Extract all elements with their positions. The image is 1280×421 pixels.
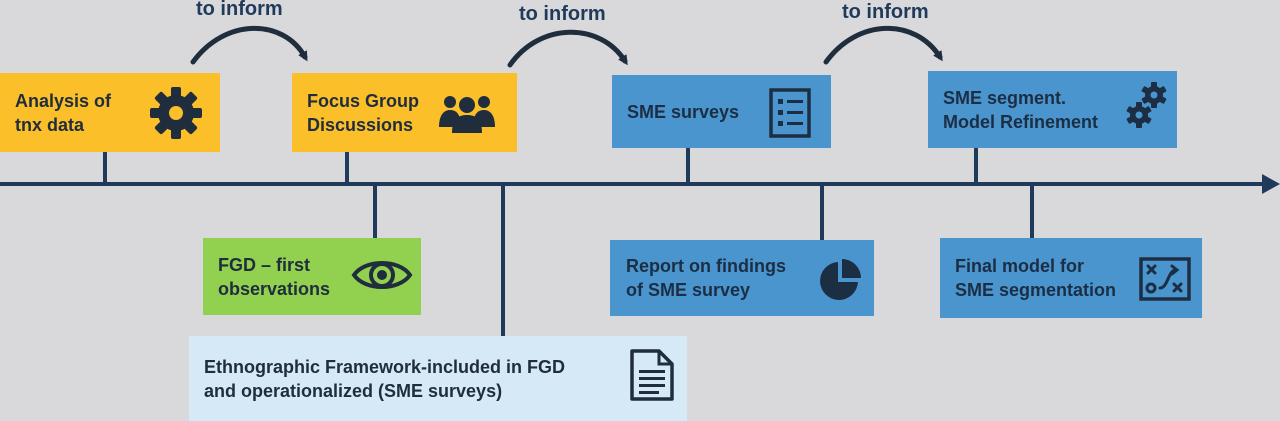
curved-arrow-2	[507, 29, 628, 68]
report-box: Report on findings of SME survey	[610, 240, 874, 316]
fgd-observations-box: FGD – first observations	[203, 238, 421, 315]
ethnographic-box: Ethnographic Framework-included in FGD a…	[189, 336, 687, 421]
gear-icon	[150, 87, 202, 139]
strategy-board-icon	[1139, 257, 1191, 301]
curved-arrow-3	[823, 25, 943, 65]
curved-arrow-1	[190, 25, 308, 65]
sme-surveys-label: SME surveys	[627, 101, 740, 122]
to-inform-label-1: to inform	[196, 0, 283, 20]
report-label: Report on findings of SME survey	[626, 256, 786, 300]
checklist-icon	[769, 88, 811, 138]
timeline-arrowhead	[1262, 174, 1280, 194]
focus-group-box: Focus Group Discussions	[292, 73, 517, 152]
final-model-label: Final model for SME segmentation	[955, 256, 1117, 300]
gears-icon	[1126, 82, 1167, 128]
to-inform-label-2: to inform	[519, 3, 606, 25]
sme-surveys-box: SME surveys	[612, 75, 831, 148]
eye-icon	[351, 261, 413, 289]
fgd-observations-label: FGD – first observations	[218, 254, 331, 299]
pie-chart-icon	[820, 259, 861, 300]
refinement-label: SME segment. Model Refinement	[943, 87, 1099, 132]
final-model-box: Final model for SME segmentation	[940, 238, 1202, 318]
group-icon	[439, 96, 495, 133]
document-icon	[630, 349, 674, 401]
analysis-box: Analysis of tnx data	[0, 73, 220, 152]
ethnographic-label: Ethnographic Framework-included in FGD a…	[204, 356, 566, 401]
analysis-label: Analysis of tnx data	[15, 90, 112, 135]
refinement-box: SME segment. Model Refinement	[928, 71, 1177, 148]
to-inform-label-3: to inform	[842, 1, 929, 23]
focus-group-label: Focus Group Discussions	[307, 90, 419, 135]
